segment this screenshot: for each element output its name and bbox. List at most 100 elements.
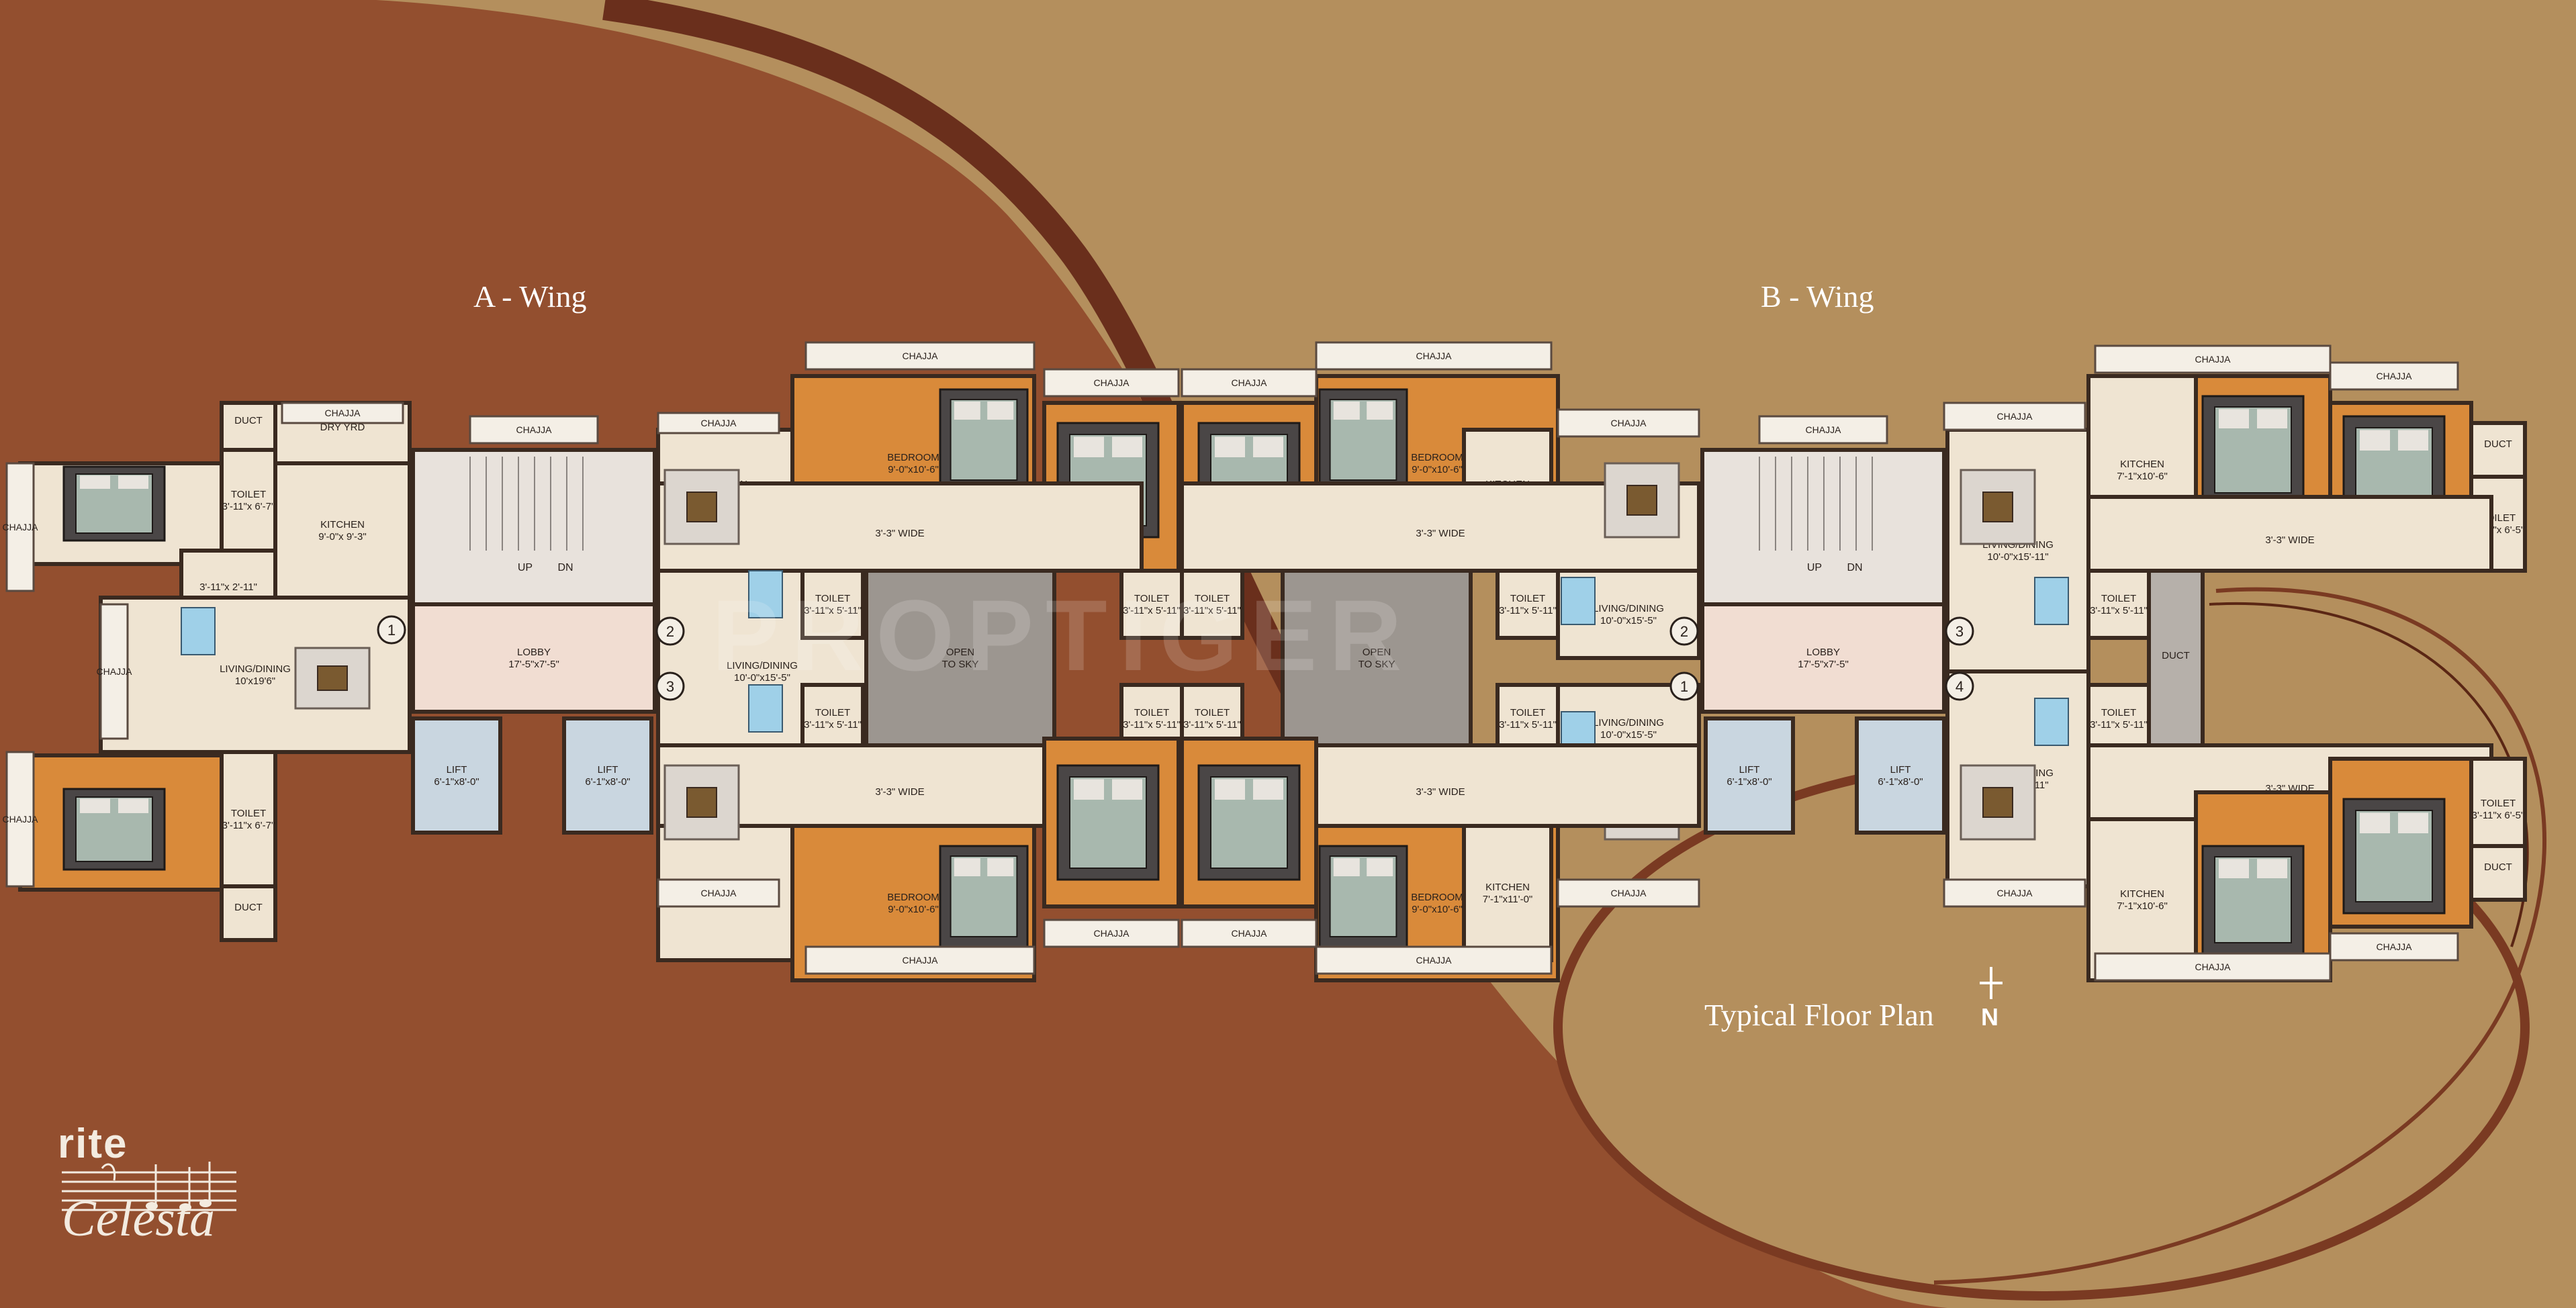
b-top-duct-label: DUCT xyxy=(2484,438,2512,450)
c-bot-chajja-left-label: CHAJJA xyxy=(701,888,737,898)
b-toilet-bl-dims: 3'-11"x 5'-11" xyxy=(2090,719,2148,731)
b-top-chajja-mid-label: CHAJJA xyxy=(2195,354,2232,365)
a-top-toilet-label: TOILET xyxy=(231,489,266,500)
d-bot-kitchen xyxy=(1462,824,1553,962)
d-bot-chajja-right-label: CHAJJA xyxy=(1611,888,1647,898)
flat-number-b2 xyxy=(1669,616,1699,646)
north-label: N xyxy=(1981,1003,1998,1031)
a-stair-up: UP xyxy=(518,562,533,573)
d-bot-corridor-dims: 3'-3" WIDE xyxy=(1416,786,1465,798)
a-bot-duct xyxy=(220,884,277,942)
a-top-chajja xyxy=(281,402,404,424)
b-dining-bot xyxy=(2034,698,2069,746)
d-top-chajja-right xyxy=(1557,408,1700,438)
a-lift-2-dims: 6'-1"x8'-0" xyxy=(585,776,630,788)
a-kitchen xyxy=(273,461,412,600)
flat-number-a3-text: 3 xyxy=(666,678,674,695)
a-top-chajja-label: CHAJJA xyxy=(325,408,361,418)
c-top-chajja-right-label: CHAJJA xyxy=(1094,377,1130,388)
c-dining-bot xyxy=(748,684,783,733)
b-lift-1 xyxy=(1704,716,1795,835)
a-bot-toilet-label: TOILET xyxy=(231,808,266,819)
b-core-chajja xyxy=(1758,415,1888,445)
d-toilet-br-dims: 3'-11"x 5'-11" xyxy=(1499,719,1557,731)
c-bot-chajja-mid-label: CHAJJA xyxy=(903,955,939,966)
a-lift-1 xyxy=(411,716,502,835)
d-bot-chajja-mid xyxy=(1315,945,1553,975)
c-bot-chajja-mid xyxy=(804,945,1036,975)
b-top-sofa-table xyxy=(1982,492,2013,522)
a-top-duct-label: DUCT xyxy=(234,415,263,426)
b-top-toilet xyxy=(2469,475,2527,573)
d-bot-bed-a-pillow-right xyxy=(1367,858,1393,876)
d-bot-kitchen-label: KITCHEN xyxy=(1485,882,1530,893)
b-top-chajja-right xyxy=(2329,361,2459,391)
b-bot-toilet-label: TOILET xyxy=(2481,798,2516,809)
c-bot-bed-b-pillow-left xyxy=(1074,779,1104,800)
a-bot-duct-label: DUCT xyxy=(234,902,263,913)
b-bot-chajja-right-label: CHAJJA xyxy=(2377,941,2413,952)
c-top-chajja-left-label: CHAJJA xyxy=(701,418,737,428)
b-top-bed-b-pillow-right xyxy=(2398,430,2428,451)
a-top-bed-pillow-right xyxy=(118,475,148,489)
b-top-bed-a-pillow-left xyxy=(2219,409,2249,428)
flat-number-b4-text: 4 xyxy=(1956,678,1964,695)
brand-logo: rite Celesta xyxy=(55,1120,250,1261)
flat-number-a1-text: 1 xyxy=(387,622,396,639)
c-top-chajja-mid xyxy=(804,341,1036,371)
c-toilet-tm-dims: 3'-11"x 5'-11" xyxy=(1123,605,1181,616)
d-toilet-br xyxy=(1496,683,1560,754)
d-living-bot-dims: 10'-0"x15'-5" xyxy=(1600,729,1657,741)
c-bot-corridor-dims: 3'-3" WIDE xyxy=(875,786,924,798)
a-left-chajja-bot-label: CHAJJA xyxy=(3,814,39,825)
a-kitchen-dims: 9'-0"x 9'-3" xyxy=(318,531,366,543)
b-top-corridor-dims: 3'-3" WIDE xyxy=(2265,534,2314,546)
a-stair-dn: DN xyxy=(557,562,573,573)
a-bot-toilet xyxy=(220,750,277,888)
b-top-kitchen-dims: 7'-1"x10'-6" xyxy=(2117,471,2168,482)
a-kitchen-label: KITCHEN xyxy=(320,519,365,530)
logo-rite: rite xyxy=(58,1121,128,1167)
a-lift-2 xyxy=(562,716,653,835)
b-stair-dn: DN xyxy=(1847,562,1862,573)
music-staff-icon xyxy=(62,1162,236,1211)
c-toilet-bl-label: TOILET xyxy=(815,707,850,718)
d-top-chajja-mid-label: CHAJJA xyxy=(1416,351,1453,361)
d-top-chajja-left-label: CHAJJA xyxy=(1232,377,1268,388)
d-toilet-tr-dims: 3'-11"x 5'-11" xyxy=(1499,605,1557,616)
b-toilet-tl xyxy=(2086,569,2151,640)
c-toilet-bl xyxy=(800,683,865,754)
d-toilet-tr xyxy=(1496,569,1560,640)
north-arrow-icon xyxy=(1980,967,2003,999)
b-stair-up: UP xyxy=(1807,562,1822,573)
a-living-chajja-label: CHAJJA xyxy=(97,666,133,677)
b-top-duct xyxy=(2469,421,2527,479)
b-top-chajja-mid xyxy=(2094,344,2332,374)
c-top-chajja-left xyxy=(657,412,780,434)
b-top-chajja-left-label: CHAJJA xyxy=(1997,411,2033,422)
d-bot-bed-a-pillow-left xyxy=(1333,858,1360,876)
c-bot-bed-a-pillow-left xyxy=(954,858,980,876)
a-lift-1-dims: 6'-1"x8'-0" xyxy=(434,776,479,788)
c-top-bedroom-a-label: BEDROOM xyxy=(887,452,939,463)
c-left-living-top-dims: 10'-0"x15'-5" xyxy=(734,672,790,684)
a-dining-table xyxy=(181,607,216,655)
flat-number-b2-text: 2 xyxy=(1680,623,1688,640)
flat-number-a2-text: 2 xyxy=(666,623,674,640)
d-bot-kitchen-dims: 7'-1"x11'-0" xyxy=(1483,894,1532,905)
c-top-sofa-table xyxy=(686,492,717,522)
a-left-chajja-top xyxy=(5,462,35,592)
d-toilet-tm xyxy=(1180,569,1244,640)
a-top-bed-pillow-left xyxy=(80,475,110,489)
d-top-chajja-left xyxy=(1181,368,1318,398)
c-open-to-sky-left-dims: TO SKY xyxy=(942,659,979,670)
c-bot-sofa-table xyxy=(686,787,717,818)
b-top-chajja-right-label: CHAJJA xyxy=(2377,371,2413,381)
flat-number-a3 xyxy=(655,671,685,701)
b-core-chajja-label: CHAJJA xyxy=(1806,424,1842,435)
flat-number-b3-text: 3 xyxy=(1956,623,1964,640)
a-living-label: LIVING/DINING xyxy=(220,663,291,675)
d-bot-bed-b-pillow-right xyxy=(1253,779,1283,800)
b-wing-title: B - Wing xyxy=(1761,279,1874,314)
